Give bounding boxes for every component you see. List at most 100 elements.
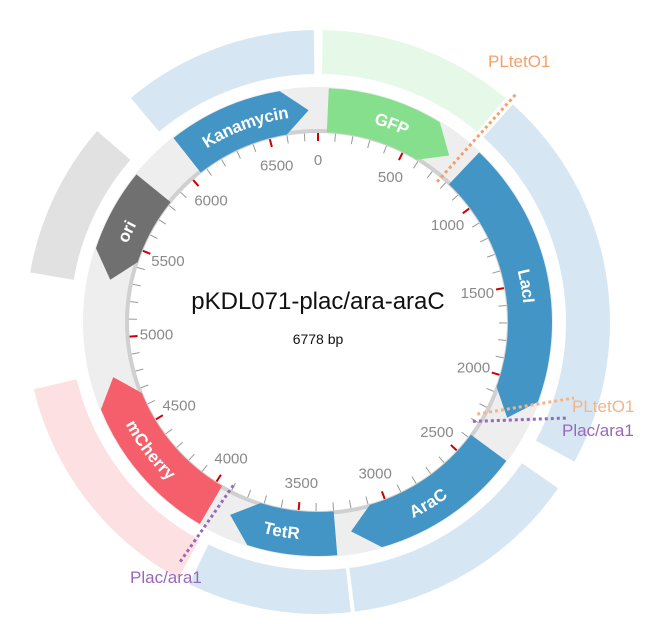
tetR-highlight xyxy=(189,544,351,614)
minor-tick xyxy=(303,133,306,142)
minor-tick xyxy=(498,339,507,341)
minor-tick xyxy=(165,428,173,435)
tick-label: 6500 xyxy=(260,157,293,174)
tetR-feature xyxy=(230,503,338,556)
araC-feature xyxy=(351,434,507,548)
minor-tick xyxy=(236,151,241,159)
minor-tick xyxy=(396,484,402,493)
major-tick xyxy=(142,249,151,255)
backbone-line xyxy=(125,129,511,515)
minor-tick xyxy=(158,219,167,225)
tick-label: 2000 xyxy=(457,359,490,376)
tick-label: 5000 xyxy=(140,327,173,344)
lacI-highlight xyxy=(483,104,610,462)
tick-label: 2500 xyxy=(420,424,453,441)
minor-tick xyxy=(147,399,156,405)
plac-ara1-right-label: Plac/ara1 xyxy=(562,421,634,440)
minor-tick xyxy=(280,499,284,508)
minor-tick xyxy=(413,161,419,169)
major-tick xyxy=(398,152,404,161)
pltet-o1-right-marker xyxy=(477,396,575,416)
major-tick xyxy=(192,179,200,187)
tick-label: 3500 xyxy=(285,475,318,492)
minor-tick xyxy=(286,135,289,144)
major-tick xyxy=(491,371,500,376)
minor-tick xyxy=(498,304,507,307)
minor-tick xyxy=(349,500,352,509)
minor-tick xyxy=(334,133,336,142)
mCherry-feature xyxy=(100,377,223,524)
minor-tick xyxy=(247,489,252,498)
minor-tick xyxy=(367,140,371,149)
minor-tick xyxy=(451,194,459,201)
minor-tick xyxy=(425,467,432,475)
lacI-feature xyxy=(448,152,553,418)
minor-tick xyxy=(350,136,354,145)
minor-tick xyxy=(130,301,139,303)
minor-tick xyxy=(221,159,227,167)
minor-tick xyxy=(486,387,494,392)
pltet-o1-top-marker xyxy=(436,92,518,183)
minor-tick xyxy=(365,496,369,505)
minor-tick xyxy=(439,182,447,189)
minor-tick xyxy=(426,171,433,179)
minor-tick xyxy=(136,266,145,271)
minor-tick xyxy=(480,237,488,243)
minor-tick xyxy=(332,502,335,511)
major-tick xyxy=(380,491,386,500)
minor-tick xyxy=(479,403,487,408)
tick-label: 3000 xyxy=(358,466,391,483)
major-tick xyxy=(495,287,505,291)
minor-tick xyxy=(140,384,149,389)
major-tick xyxy=(215,474,222,483)
major-tick xyxy=(155,414,164,421)
pltet-o1-right-label: PLtetO1 xyxy=(572,397,634,416)
araC-highlight xyxy=(349,463,559,612)
minor-tick xyxy=(150,234,158,240)
minor-tick xyxy=(471,222,480,228)
minor-tick xyxy=(383,145,387,154)
major-tick xyxy=(268,138,273,148)
major-tick xyxy=(450,444,458,452)
tick-label: 1500 xyxy=(461,285,494,302)
tick-label: 500 xyxy=(378,169,403,186)
mCherry-highlight xyxy=(33,379,200,579)
ori-highlight xyxy=(30,131,131,280)
ori-feature xyxy=(95,174,171,280)
tick-label: 0 xyxy=(314,152,322,169)
minor-tick xyxy=(492,270,501,274)
plac-ara1-bottom-label: Plac/ara1 xyxy=(130,568,202,587)
major-tick xyxy=(297,501,301,511)
plac-ara1-right-marker xyxy=(472,416,569,423)
minor-tick xyxy=(132,283,141,287)
minor-tick xyxy=(263,495,268,504)
tick-label: 6000 xyxy=(194,192,227,209)
tick-label: 1000 xyxy=(431,217,464,234)
plasmid-name: pKDL071-plac/ara-araC xyxy=(191,288,444,315)
position-ticks: 0 500 1000 1500 2000 2500 3000 3500 4000 4500 5000… xyxy=(129,133,508,511)
minor-tick xyxy=(486,253,495,258)
GFP-highlight xyxy=(322,30,506,132)
minor-tick xyxy=(411,476,417,484)
minor-tick xyxy=(131,352,140,355)
minor-tick xyxy=(252,144,257,153)
feature-highlight-layer xyxy=(30,30,610,614)
minor-tick xyxy=(201,464,208,472)
minor-tick xyxy=(180,191,187,199)
minor-tick xyxy=(438,456,445,463)
tick-label: 4500 xyxy=(162,397,195,414)
minor-tick xyxy=(168,205,176,211)
minor-tick xyxy=(495,355,504,359)
kanamycin-feature xyxy=(173,91,309,173)
major-tick xyxy=(462,207,470,215)
tick-label: 4000 xyxy=(214,451,247,468)
plasmid-size: 6778 bp xyxy=(293,331,344,347)
major-tick xyxy=(129,335,138,338)
pltet-o1-top-label: PLtetO1 xyxy=(488,52,550,71)
minor-tick xyxy=(461,431,469,438)
GFP-feature xyxy=(326,88,450,160)
tick-label: 5500 xyxy=(151,253,184,270)
minor-tick xyxy=(176,441,184,448)
